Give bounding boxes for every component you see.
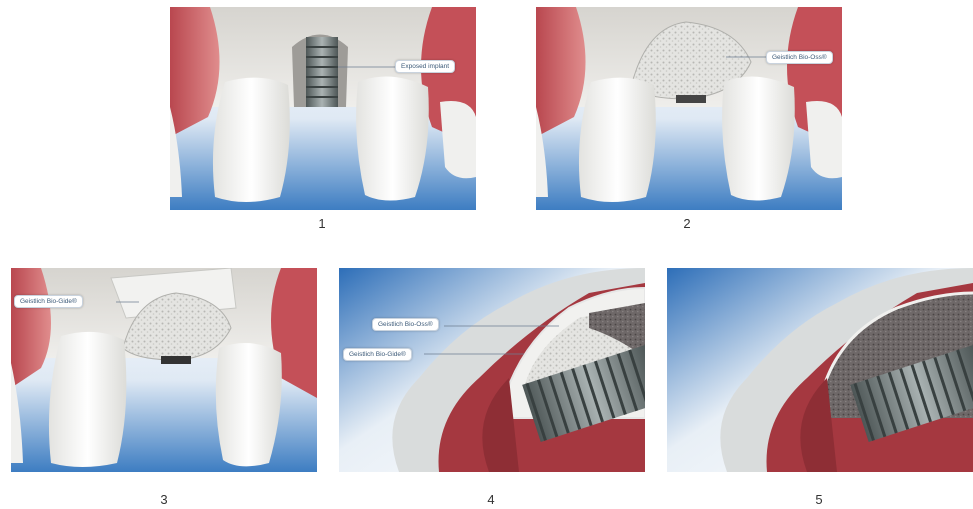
illustration-panel-5	[667, 268, 973, 472]
illustration-panel-4: Geistlich Bio-Oss® Geistlich Bio-Gide®	[339, 268, 645, 472]
callout-label: Exposed implant	[395, 60, 455, 73]
panel-number: 2	[667, 216, 707, 231]
illustration-panel-1: Exposed implant	[170, 7, 476, 210]
panel-number: 1	[302, 216, 342, 231]
illustration-panel-3: Geistlich Bio-Gide®	[11, 268, 317, 472]
bone-graft-illustration	[536, 7, 842, 210]
panel-number: 4	[471, 492, 511, 507]
panel-number: 5	[799, 492, 839, 507]
callout-label: Geistlich Bio-Oss®	[372, 318, 439, 331]
exposed-implant-illustration	[170, 7, 476, 210]
cross-section-illustration	[667, 268, 973, 472]
illustration-panel-2: Geistlich Bio-Oss®	[536, 7, 842, 210]
callout-label: Geistlich Bio-Gide®	[14, 295, 83, 308]
callout-label: Geistlich Bio-Oss®	[766, 51, 833, 64]
callout-label: Geistlich Bio-Gide®	[343, 348, 412, 361]
cross-section-illustration	[339, 268, 645, 472]
panel-number: 3	[144, 492, 184, 507]
